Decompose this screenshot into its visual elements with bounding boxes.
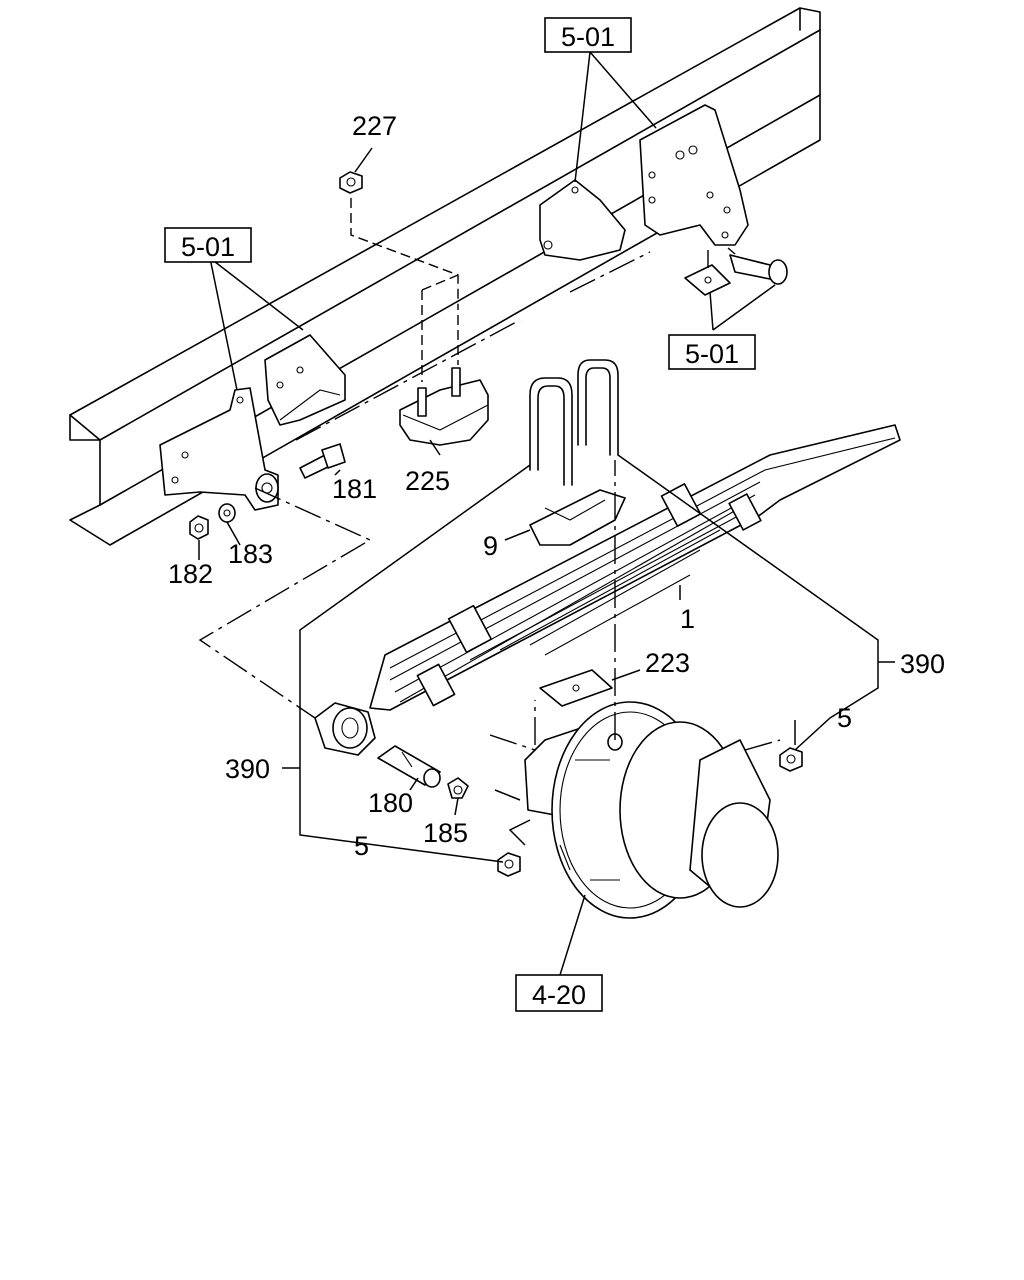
label-1: 1	[680, 604, 695, 634]
label-223: 223	[645, 648, 690, 678]
shackle-plate	[684, 264, 731, 296]
ref-box-left: 5-01	[164, 227, 252, 263]
bump-stopper-225	[399, 367, 489, 446]
pin-180	[377, 745, 441, 788]
ref-right-text: 5-01	[685, 339, 739, 369]
ref-top-text: 5-01	[561, 22, 615, 52]
front-axle-hub	[524, 701, 779, 919]
ref-left-text: 5-01	[181, 232, 235, 262]
label-183: 183	[228, 539, 273, 569]
plate-223	[539, 669, 613, 707]
grease-fitting-185	[447, 777, 469, 799]
u-bolts-390	[529, 359, 619, 486]
ref-box-right: 5-01	[668, 334, 756, 370]
nut-5-left	[497, 852, 521, 877]
spring-eye	[314, 702, 376, 756]
label-390-left: 390	[225, 754, 270, 784]
label-5-left: 5	[354, 831, 369, 861]
ref-axle-text: 4-20	[532, 980, 586, 1010]
shackle-bolt	[729, 254, 788, 285]
bolt-181	[299, 443, 346, 479]
nut-182	[189, 515, 209, 540]
label-180: 180	[368, 788, 413, 818]
washer-183	[218, 503, 236, 523]
label-9: 9	[483, 531, 498, 561]
ref-box-top: 5-01	[544, 17, 632, 53]
spacer-9	[529, 489, 626, 546]
label-185: 185	[423, 818, 468, 848]
nut-227	[339, 171, 363, 194]
ref-box-axle: 4-20	[515, 974, 603, 1012]
leaf-spring-1	[369, 424, 901, 711]
rear-shackle-hanger	[639, 104, 749, 246]
label-182: 182	[168, 559, 213, 589]
nut-5-right	[779, 747, 803, 772]
left-rail-bracket	[264, 334, 346, 426]
leader-lines	[198, 51, 895, 976]
label-225: 225	[405, 466, 450, 496]
label-5-right: 5	[837, 703, 852, 733]
front-spring-hanger	[159, 387, 279, 511]
part-labels: 227 225 181 182 183 9 1 223 390 5 390 5 …	[168, 111, 945, 861]
assembly-lines	[198, 198, 781, 751]
label-181: 181	[332, 474, 377, 504]
label-227: 227	[352, 111, 397, 141]
label-390-right: 390	[900, 649, 945, 679]
rear-rail-bracket	[539, 179, 626, 261]
